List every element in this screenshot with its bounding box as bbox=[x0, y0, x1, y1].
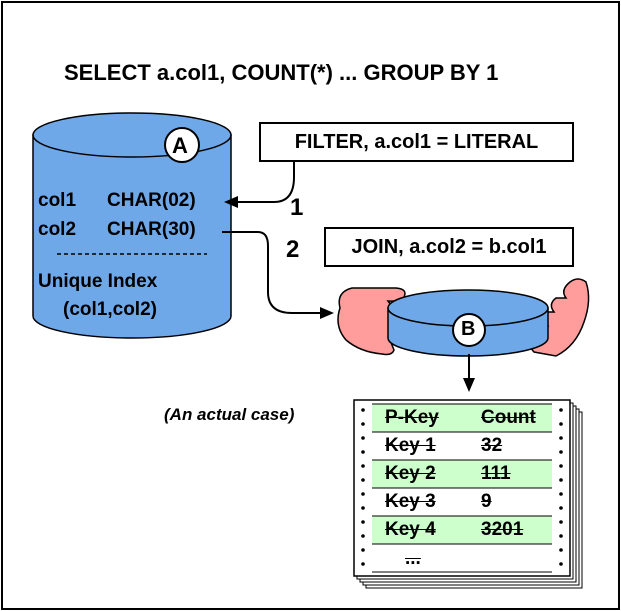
result-printout bbox=[353, 399, 583, 589]
sql-title: SELECT a.col1, COUNT(*) ... GROUP BY 1 bbox=[64, 60, 499, 85]
result-row-3-key: Key 3 bbox=[385, 491, 436, 512]
col1-name: col1 bbox=[38, 190, 77, 211]
badge-a: A bbox=[172, 133, 188, 158]
case-note: (An actual case) bbox=[164, 405, 295, 424]
result-row-1-key: Key 1 bbox=[385, 435, 436, 456]
filter-box: FILTER, a.col1 = LITERAL bbox=[259, 122, 574, 162]
result-row-2-key: Key 2 bbox=[385, 463, 436, 484]
arrow-filter-to-col1 bbox=[224, 160, 295, 208]
result-header-pkey: P-Key bbox=[385, 407, 439, 428]
cylinder-b bbox=[387, 289, 549, 357]
index-columns: (col1,col2) bbox=[63, 299, 157, 320]
arrow-col2-to-b bbox=[222, 231, 334, 319]
result-header-count: Count bbox=[481, 407, 536, 428]
result-ellipsis: ... bbox=[405, 548, 421, 569]
step-1-label: 1 bbox=[290, 194, 304, 221]
col1-type: CHAR(02) bbox=[107, 190, 196, 211]
join-box: JOIN, a.col2 = b.col1 bbox=[324, 227, 574, 267]
badge-b: B bbox=[461, 318, 476, 340]
result-row-4-count: 3201 bbox=[481, 519, 524, 540]
cylinder-a bbox=[32, 112, 232, 339]
result-row-3-count: 9 bbox=[481, 491, 492, 512]
result-row-2-count: 111 bbox=[481, 463, 511, 484]
col2-type: CHAR(30) bbox=[107, 219, 196, 240]
arrow-b-to-result bbox=[463, 354, 475, 392]
result-row-4-key: Key 4 bbox=[385, 519, 436, 540]
result-row-1-count: 32 bbox=[481, 435, 503, 456]
index-label: Unique Index bbox=[38, 271, 158, 292]
step-2-label: 2 bbox=[286, 236, 300, 263]
col2-name: col2 bbox=[38, 219, 77, 240]
